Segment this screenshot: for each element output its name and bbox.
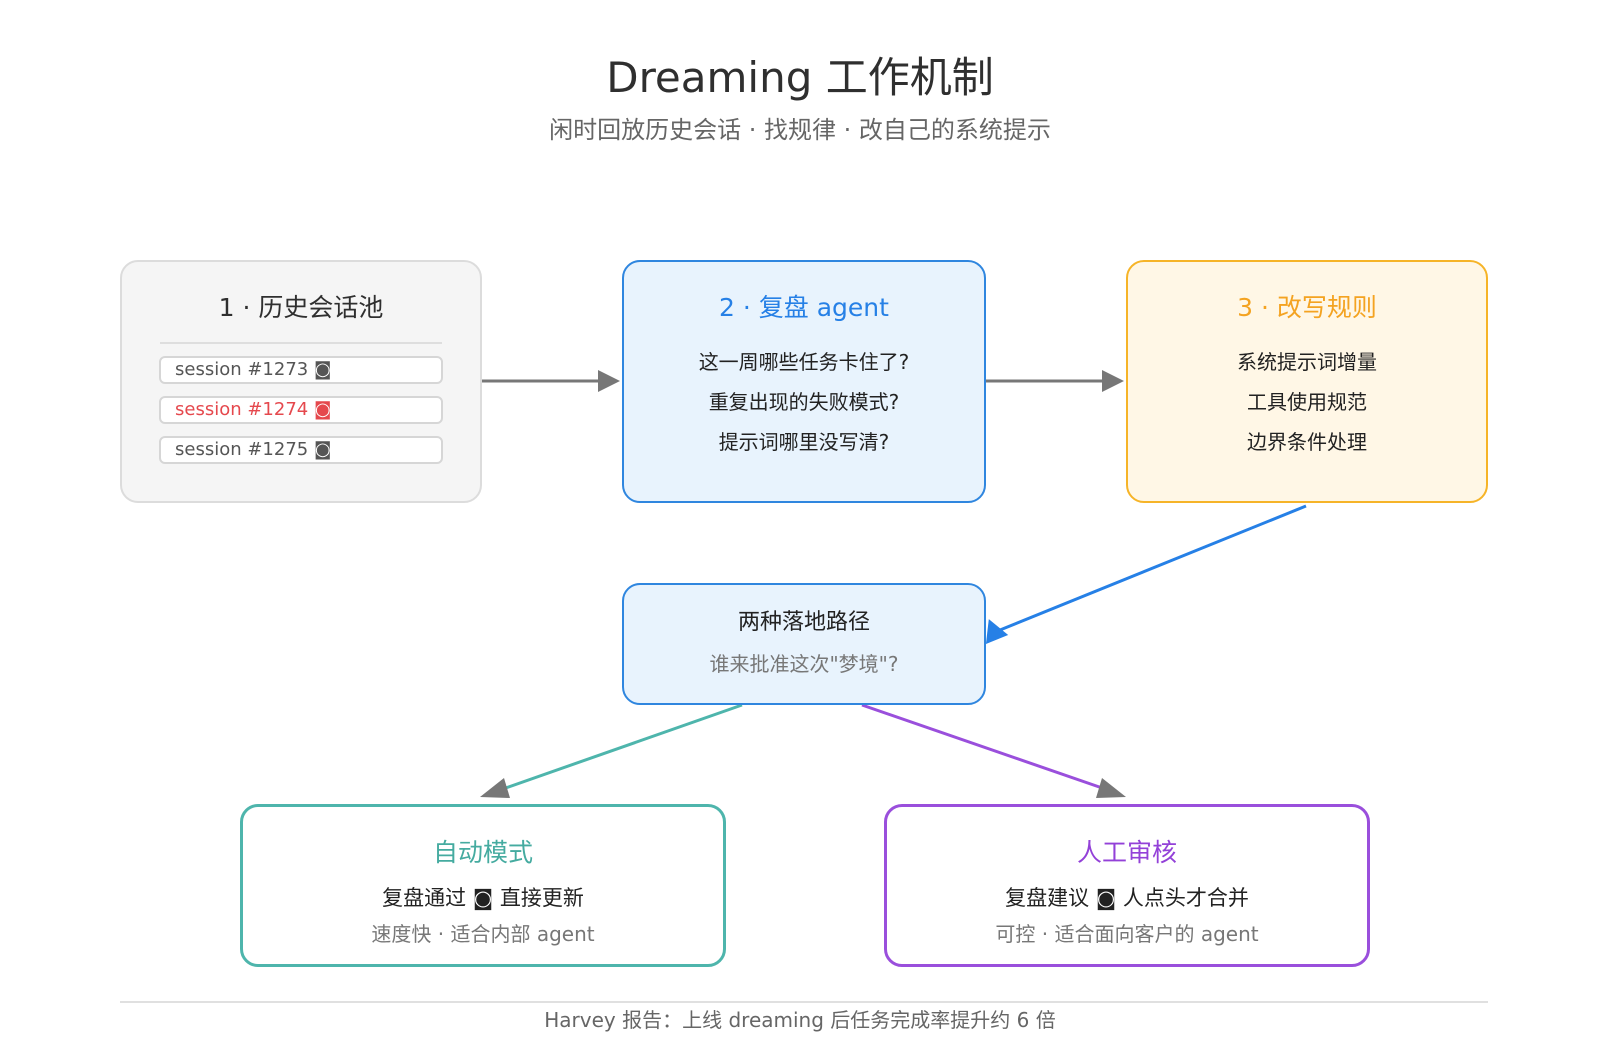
session-item: session #1273 ◙ xyxy=(159,356,443,384)
diagram-subtitle: 闲时回放历史会话 · 找规律 · 改自己的系统提示 xyxy=(549,116,1051,144)
arrow-paths-to-auto xyxy=(499,703,743,792)
node-rewrite-title: 3 · 改写规则 xyxy=(1237,293,1377,322)
node-history-pool: 1 · 历史会话池 session #1273 ◙ session #1274 … xyxy=(120,260,482,503)
node-paths-note: 谁来批准这次"梦境"? xyxy=(709,652,899,676)
arrowhead-history-to-review xyxy=(598,370,620,392)
arrowhead-paths-to-auto xyxy=(480,778,510,798)
node-review-agent: 2 · 复盘 agent 这一周哪些任务卡住了? 重复出现的失败模式? 提示词哪… xyxy=(622,260,986,503)
arrow-rewrite-to-paths xyxy=(999,504,1307,632)
rewrite-item: 边界条件处理 xyxy=(1247,430,1367,454)
node-history-title: 1 · 历史会话池 xyxy=(218,293,384,322)
node-manual-sub: 可控 · 适合面向客户的 agent xyxy=(995,922,1259,946)
review-question: 提示词哪里没写清? xyxy=(718,430,890,454)
review-question: 重复出现的失败模式? xyxy=(708,390,900,414)
node-auto-main: 复盘通过 ◙ 直接更新 xyxy=(382,886,584,910)
node-auto-mode: 自动模式 复盘通过 ◙ 直接更新 速度快 · 适合内部 agent xyxy=(240,804,726,967)
node-manual-main: 复盘建议 ◙ 人点头才合并 xyxy=(1005,886,1249,910)
footer-note: Harvey 报告：上线 dreaming 后任务完成率提升约 6 倍 xyxy=(544,1008,1056,1032)
arrowhead-paths-to-manual xyxy=(1096,778,1126,798)
footer-divider xyxy=(120,1001,1488,1003)
arrow-paths-to-manual xyxy=(861,703,1109,792)
node-manual-title: 人工审核 xyxy=(1076,838,1177,867)
node-rewrite-rules: 3 · 改写规则 系统提示词增量 工具使用规范 边界条件处理 xyxy=(1126,260,1488,503)
node-paths-title: 两种落地路径 xyxy=(737,610,870,635)
arrowhead-rewrite-to-paths xyxy=(985,619,1009,644)
node-manual-review: 人工审核 复盘建议 ◙ 人点头才合并 可控 · 适合面向客户的 agent xyxy=(884,804,1370,967)
session-item: session #1275 ◙ xyxy=(159,436,443,464)
node-review-title: 2 · 复盘 agent xyxy=(719,293,889,322)
node-auto-sub: 速度快 · 适合内部 agent xyxy=(371,922,595,946)
session-item-highlighted: session #1274 ◙ xyxy=(159,396,443,424)
rewrite-item: 工具使用规范 xyxy=(1247,390,1367,414)
node-auto-title: 自动模式 xyxy=(432,838,533,867)
node-landing-paths: 两种落地路径 谁来批准这次"梦境"? xyxy=(622,583,986,705)
node-history-divider xyxy=(160,342,442,344)
rewrite-item: 系统提示词增量 xyxy=(1237,350,1377,374)
review-question: 这一周哪些任务卡住了? xyxy=(698,350,910,374)
diagram-title: Dreaming 工作机制 xyxy=(606,53,994,102)
arrowhead-review-to-rewrite xyxy=(1102,370,1124,392)
